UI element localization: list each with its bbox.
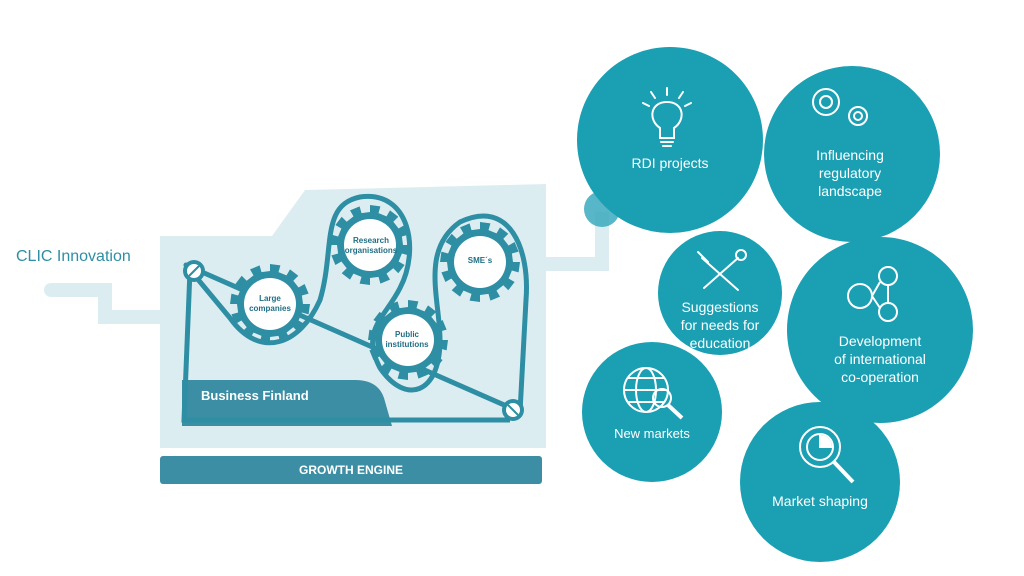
growth-engine-bar	[160, 456, 542, 484]
gear-research-organisations	[330, 205, 410, 285]
business-finland-tab	[182, 380, 392, 426]
business-finland-label: Business Finland	[201, 388, 309, 403]
clic-innovation-label: CLIC Innovation	[16, 248, 131, 265]
gear-smes	[440, 222, 520, 302]
circle-market-shaping	[740, 402, 900, 562]
pencil-wrench-icon	[697, 249, 747, 291]
gear-label-smes: SME´s	[467, 256, 493, 265]
chart-magnifier-icon	[799, 426, 855, 484]
new-markets-label: New markets	[614, 426, 690, 441]
circle-rdi-projects	[577, 47, 763, 233]
lightbulb-icon	[642, 87, 692, 147]
gear-large-companies	[230, 264, 310, 344]
gear-label-research: Research organisations	[344, 236, 398, 255]
conveyor-belt	[183, 194, 529, 415]
input-pipe	[44, 283, 164, 324]
circle-regulatory	[764, 66, 940, 242]
gear-label-large-companies: Large companies	[249, 294, 291, 313]
circle-international	[787, 237, 973, 423]
globe-magnifier-icon	[623, 367, 684, 420]
gears-icon	[812, 88, 868, 126]
circle-education	[658, 231, 782, 355]
growth-engine-label: GROWTH ENGINE	[299, 463, 403, 477]
gear-public-institutions	[368, 300, 448, 380]
education-label: Suggestions for needs for education	[680, 299, 760, 351]
rdi-projects-label: RDI projects	[631, 155, 709, 171]
gear-label-public: Public institutions	[385, 330, 429, 349]
roller-left	[183, 260, 205, 282]
network-people-icon	[847, 266, 898, 322]
market-shaping-label: Market shaping	[772, 493, 868, 509]
roller-right	[502, 399, 524, 421]
international-label: Development of international co-operatio…	[834, 333, 926, 385]
regulatory-label: Influencing regulatory landscape	[816, 147, 884, 199]
